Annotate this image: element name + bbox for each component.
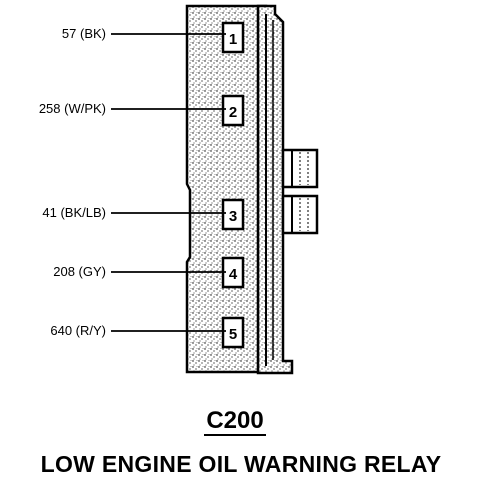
connector-id-title: C200 [0, 406, 470, 436]
pin-cavity-1: 1 [221, 21, 245, 54]
wire-label-pin-3: 41 (BK/LB) [42, 205, 106, 220]
pin-cavity-2: 2 [221, 94, 245, 127]
component-name-title: LOW ENGINE OIL WARNING RELAY [40, 451, 442, 477]
pin-number-1: 1 [229, 31, 237, 48]
pin-number-3: 3 [229, 208, 237, 225]
wire-label-pin-2: 258 (W/PK) [38, 101, 106, 116]
wire-label-pin-4: 208 (GY) [53, 264, 106, 279]
pin-cavity-3: 3 [221, 198, 245, 231]
locking-tab-lower [281, 194, 319, 235]
pin-cavity-4: 4 [221, 256, 245, 289]
pin-number-2: 2 [229, 104, 237, 121]
pin-number-5: 5 [229, 326, 237, 343]
wire-label-pin-5: 640 (R/Y) [50, 323, 106, 338]
connector-id-text: C200 [204, 407, 266, 436]
locking-tab-upper [281, 148, 319, 189]
connector-housing [185, 4, 294, 375]
pin-cavity-5: 5 [221, 316, 245, 349]
pin-number-4: 4 [229, 266, 238, 283]
wire-label-pin-1: 57 (BK) [61, 26, 106, 41]
